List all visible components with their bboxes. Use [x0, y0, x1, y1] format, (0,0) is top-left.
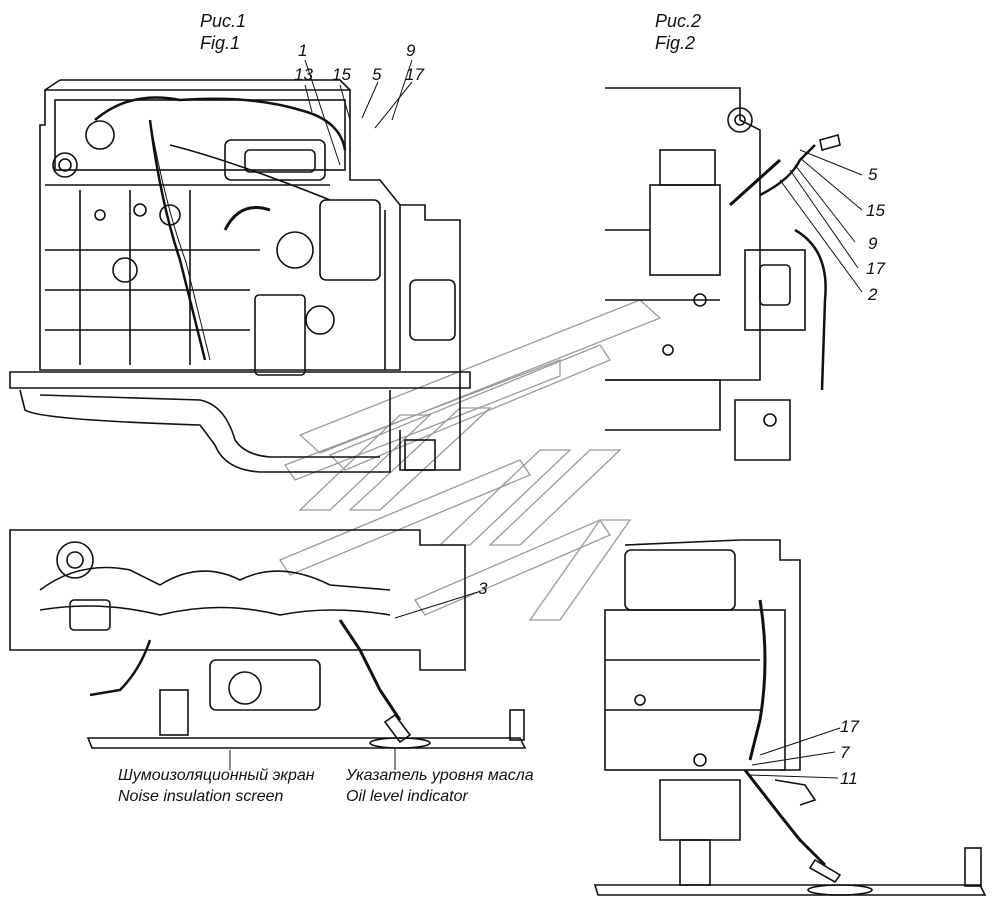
- fig2-upper-drawing: [605, 87, 841, 461]
- callout-number: 9: [868, 234, 878, 253]
- callout-number: 17: [405, 65, 424, 84]
- noise-screen-caption-ru: Шумоизоляционный экран: [118, 767, 315, 784]
- fig1-leader-lines: [304, 59, 413, 166]
- fig2-title-ru: Рис.2: [655, 11, 702, 31]
- callout-number: 15: [332, 65, 351, 84]
- callout-number: 5: [868, 165, 878, 184]
- fig1-title-en: Fig.1: [200, 33, 241, 53]
- bottom-left-drawing: [9, 529, 527, 749]
- callout-number: 5: [372, 65, 382, 84]
- fig2-lower-leader-lines: [749, 727, 841, 779]
- callout-number: 17: [866, 259, 885, 278]
- callout-number: 9: [406, 41, 416, 60]
- fig1-engine-drawing: [9, 79, 471, 473]
- noise-screen-caption-en: Noise insulation screen: [118, 788, 284, 805]
- callout-number: 7: [840, 743, 850, 762]
- fig2-title-en: Fig.2: [655, 33, 696, 53]
- fig2-lower-drawing: [593, 539, 987, 896]
- callout-number: 11: [840, 769, 858, 788]
- bottom-left-leader-lines: [229, 591, 479, 770]
- callout-number: 13: [294, 65, 313, 84]
- callout-number: 17: [840, 717, 859, 736]
- fig2-upper-leader-lines: [779, 149, 863, 293]
- callout-number: 1: [298, 41, 308, 60]
- oil-indicator-caption-ru: Указатель уровня масла: [346, 767, 534, 784]
- fig1-title-ru: Рис.1: [200, 11, 247, 31]
- oil-indicator-caption-en: Oil level indicator: [346, 788, 468, 805]
- watermark-logo: [279, 299, 662, 621]
- callout-number: 15: [866, 201, 885, 220]
- callout-number: 3: [478, 579, 488, 598]
- callout-number: 2: [868, 285, 878, 304]
